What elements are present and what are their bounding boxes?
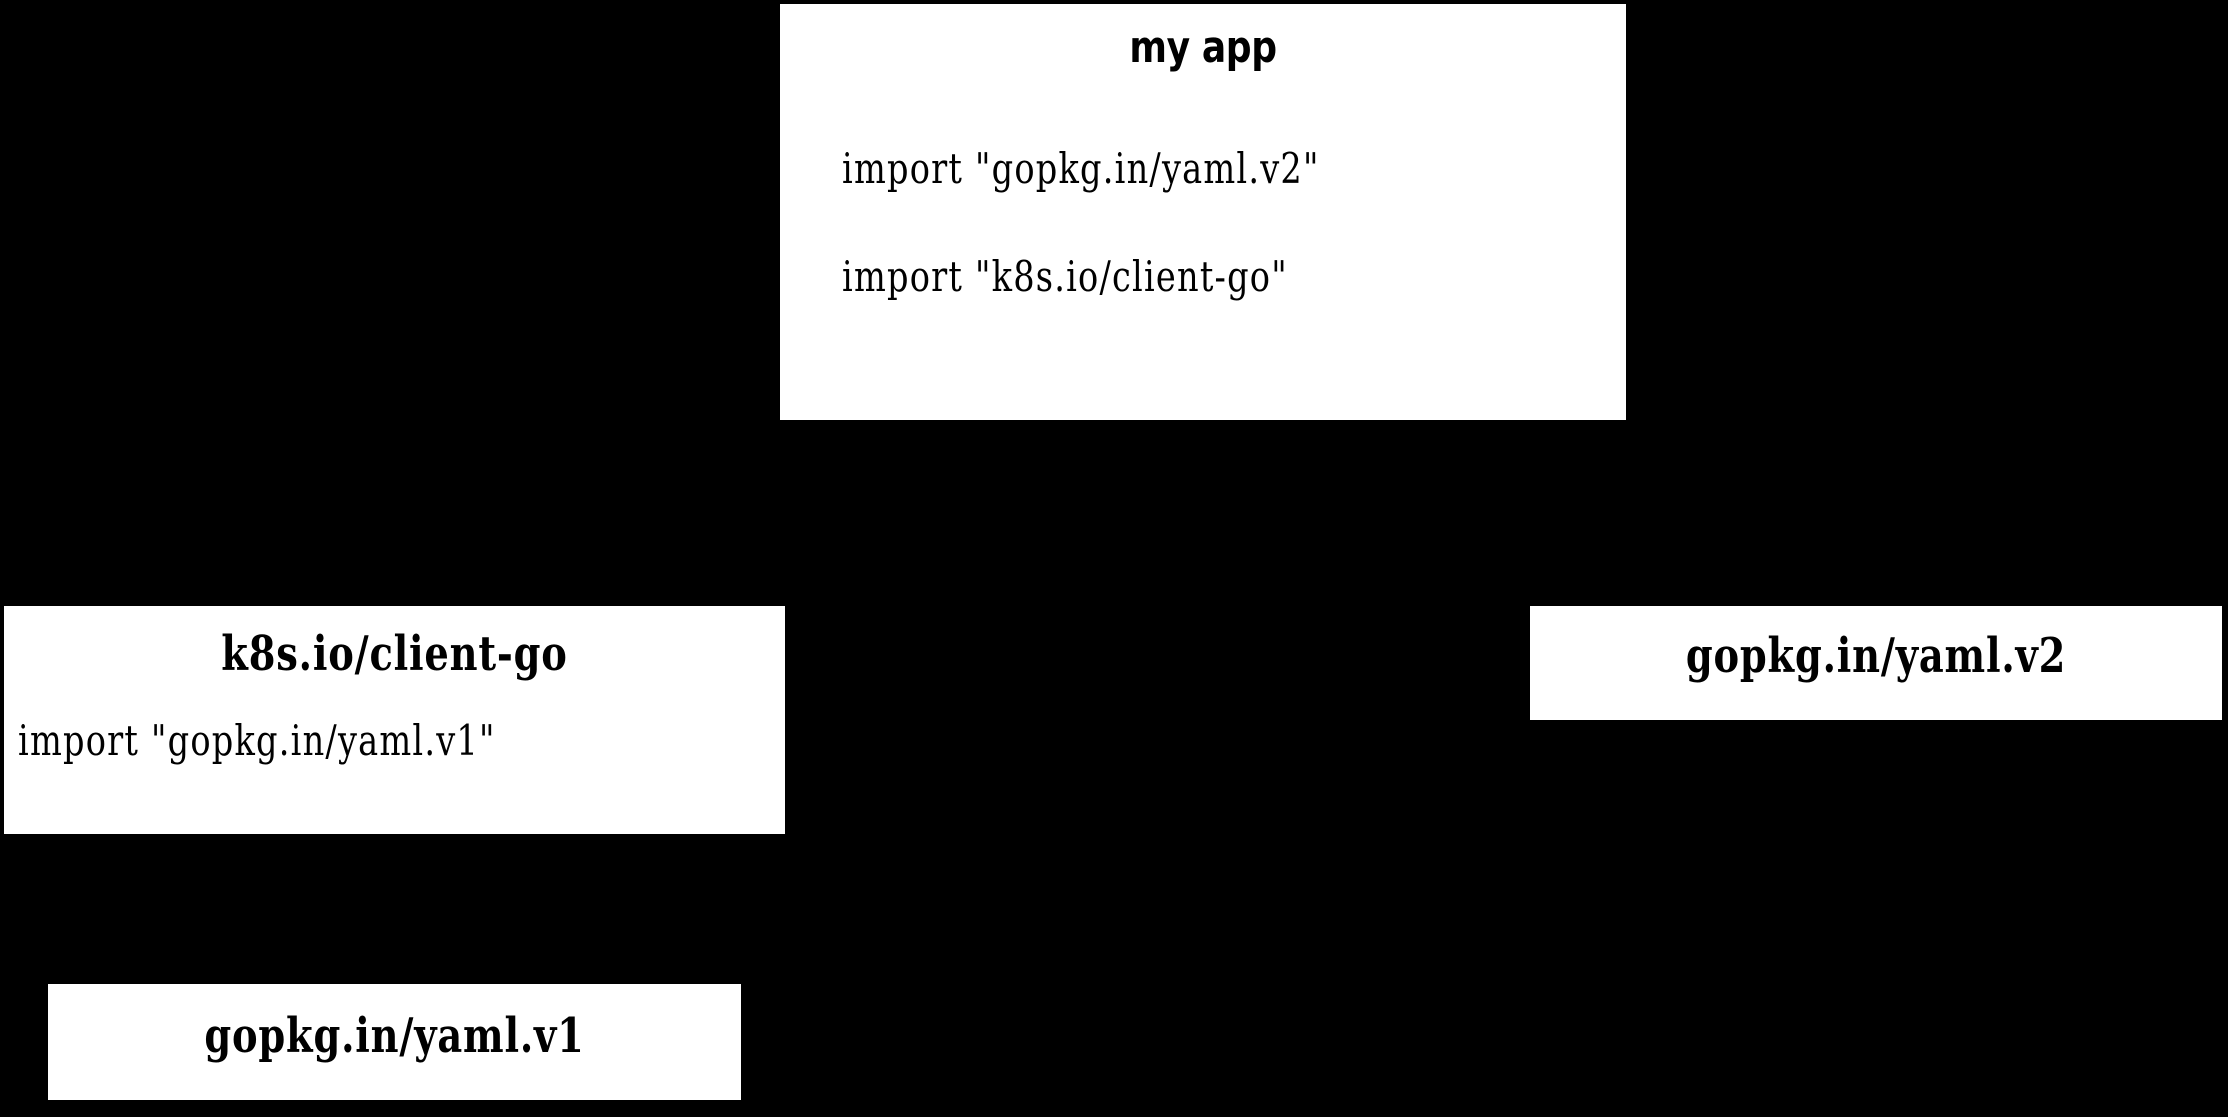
node-my-app-import-client-go: import "k8s.io/client-go" — [842, 252, 1288, 301]
node-k8s-client-go-import-yaml-v1: import "gopkg.in/yaml.v1" — [18, 716, 496, 765]
node-my-app-import-yaml-v2: import "gopkg.in/yaml.v2" — [842, 144, 1320, 193]
node-k8s-client-go-title: k8s.io/client-go — [221, 626, 568, 682]
node-gopkg-yaml-v1[interactable]: gopkg.in/yaml.v1 — [48, 984, 741, 1100]
node-my-app[interactable]: my app import "gopkg.in/yaml.v2" import … — [780, 4, 1626, 420]
node-gopkg-yaml-v2[interactable]: gopkg.in/yaml.v2 — [1530, 606, 2222, 720]
node-my-app-title: my app — [1129, 22, 1277, 73]
node-k8s-client-go[interactable]: k8s.io/client-go import "gopkg.in/yaml.v… — [4, 606, 785, 834]
node-gopkg-yaml-v2-title: gopkg.in/yaml.v2 — [1685, 628, 2067, 684]
node-gopkg-yaml-v1-title: gopkg.in/yaml.v1 — [204, 1008, 585, 1064]
